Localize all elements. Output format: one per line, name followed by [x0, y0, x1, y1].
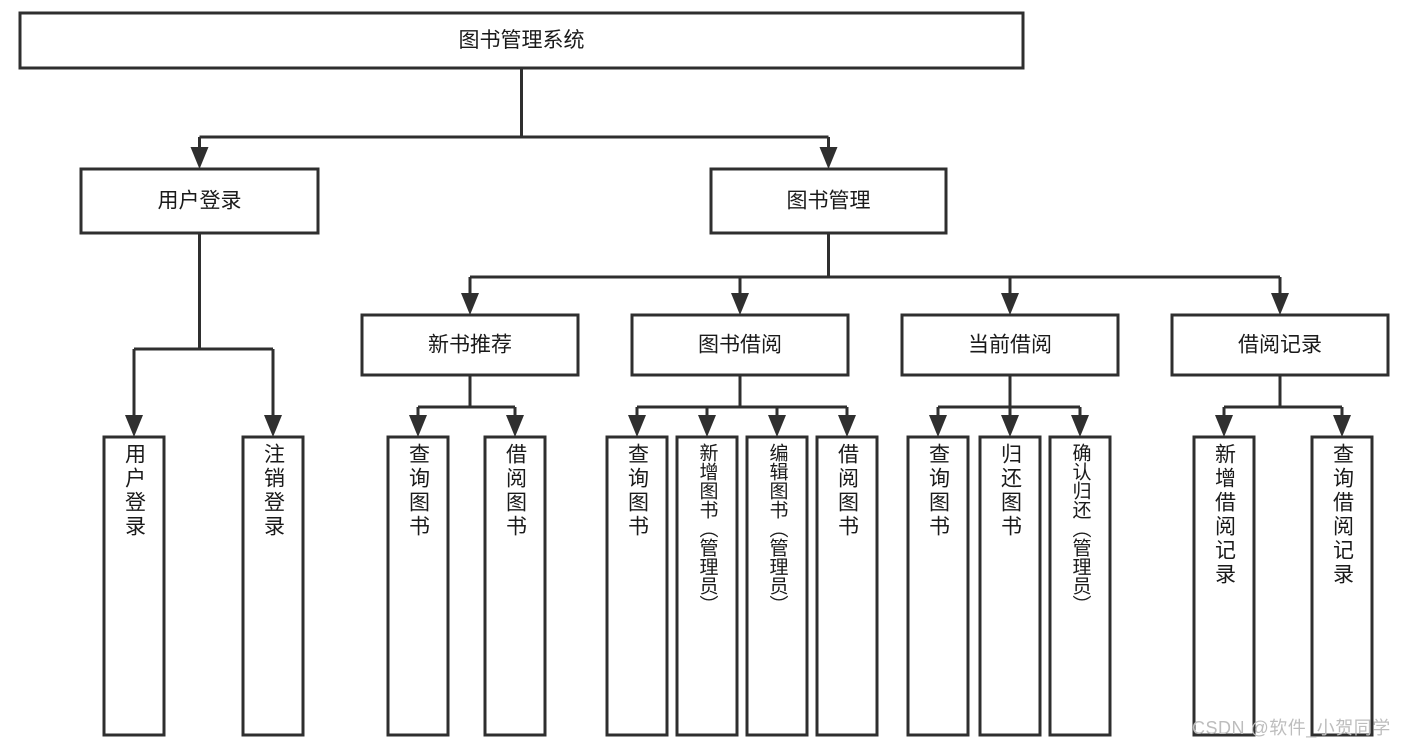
to-leaf-11-arrowhead — [1215, 415, 1233, 437]
node-box-leaf-8 — [906, 435, 970, 737]
node-label-l3-借阅记录: 借阅记录 — [1238, 334, 1322, 357]
to-leaf-2-arrowhead — [409, 415, 427, 437]
to-用户登录-0-arrowhead — [190, 147, 209, 169]
node-box-leaf-0 — [102, 435, 166, 737]
to-leaf-3-arrowhead — [506, 415, 524, 437]
node-box-l2-用户登录 — [79, 167, 320, 235]
to-leaf-0-arrowhead — [125, 415, 143, 437]
connector-lines — [125, 68, 1351, 437]
to-leaf-12-arrowhead — [1333, 415, 1351, 437]
node-box-leaf-5 — [675, 435, 739, 737]
node-boxes — [18, 11, 1390, 737]
node-label-root: 图书管理系统 — [459, 29, 585, 52]
node-box-l3-新书推荐 — [360, 313, 580, 377]
node-label-l3-当前借阅: 当前借阅 — [968, 334, 1052, 357]
node-label-l3-图书借阅: 图书借阅 — [698, 334, 782, 357]
node-box-leaf-9 — [978, 435, 1042, 737]
node-box-leaf-1 — [241, 435, 305, 737]
to-leaf-8-arrowhead — [929, 415, 947, 437]
node-box-leaf-4 — [605, 435, 669, 737]
to-leaf-4-arrowhead — [628, 415, 646, 437]
node-box-l2-图书管理 — [709, 167, 948, 235]
to-图书管理-1-arrowhead — [819, 147, 838, 169]
node-box-leaf-3 — [483, 435, 547, 737]
node-box-leaf-2 — [386, 435, 450, 737]
to-leaf-1-arrowhead — [264, 415, 282, 437]
node-box-leaf-7 — [815, 435, 879, 737]
node-box-leaf-6 — [745, 435, 809, 737]
node-box-leaf-10 — [1048, 435, 1112, 737]
node-box-l3-借阅记录 — [1170, 313, 1390, 377]
node-box-l3-图书借阅 — [630, 313, 850, 377]
node-box-leaf-11 — [1192, 435, 1256, 737]
node-box-l3-当前借阅 — [900, 313, 1120, 377]
node-box-root — [18, 11, 1025, 70]
node-label-l2-用户登录: 用户登录 — [158, 190, 242, 213]
node-label-l3-新书推荐: 新书推荐 — [428, 334, 512, 357]
to-leaf-10-arrowhead — [1071, 415, 1089, 437]
to-新书推荐-l3-0-arrowhead — [461, 293, 479, 315]
to-leaf-7-arrowhead — [838, 415, 856, 437]
node-label-l2-图书管理: 图书管理 — [787, 190, 871, 213]
to-借阅记录-l3-3-arrowhead — [1271, 293, 1289, 315]
to-图书借阅-l3-1-arrowhead — [731, 293, 749, 315]
to-leaf-9-arrowhead — [1001, 415, 1019, 437]
csdn-watermark: CSDN @软件_小贺同学 — [1192, 718, 1391, 738]
to-leaf-5-arrowhead — [698, 415, 716, 437]
node-box-leaf-12 — [1310, 435, 1374, 737]
to-当前借阅-l3-2-arrowhead — [1001, 293, 1019, 315]
to-leaf-6-arrowhead — [768, 415, 786, 437]
